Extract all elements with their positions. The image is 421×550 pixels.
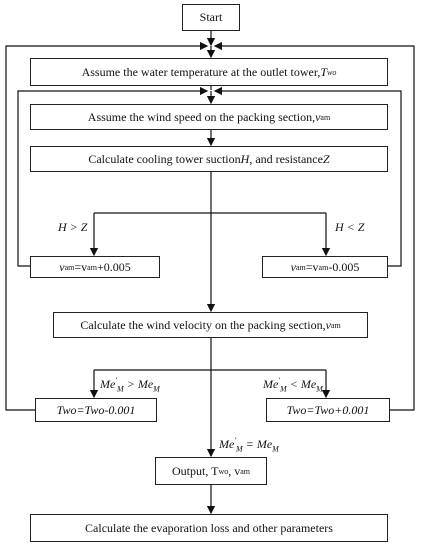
v-plus-tail: +0.005	[96, 259, 131, 274]
label-me-gt: Me'M > MeM	[100, 376, 160, 394]
evaporation-text: Calculate the evaporation loss and other…	[85, 520, 333, 535]
assume-water-temp-sub: wo	[327, 67, 337, 77]
output-sub1: wo	[218, 466, 229, 476]
v-minus-tail: -0.005	[328, 259, 360, 274]
assume-wind-sub: am	[320, 112, 331, 122]
calc-suction-h: H	[240, 151, 250, 166]
calc-suction-text-a: Calculate cooling tower suction	[88, 151, 241, 166]
output-text-a: Output, T	[171, 463, 219, 478]
calc-wind-velocity-sub: am	[330, 320, 341, 330]
label-h-lt-z: H < Z	[335, 220, 365, 234]
assume-water-temp-var: T	[320, 64, 328, 79]
loop-v-plus	[17, 86, 209, 267]
calc-wind-velocity-node: Calculate the wind velocity on the packi…	[53, 312, 368, 338]
label-me-lt: Me'M < MeM	[263, 376, 323, 394]
v-plus-eq: =v	[74, 259, 88, 274]
two-plus-text: Two=Two+0.001	[286, 402, 370, 417]
output-text-b: , v	[228, 463, 241, 478]
calc-suction-z: Z	[322, 151, 330, 166]
loop-two-plus	[213, 41, 415, 411]
assume-wind-var: v	[315, 109, 321, 124]
start-node: Start	[182, 4, 240, 31]
calc-suction-node: Calculate cooling tower suction H, and r…	[30, 146, 388, 172]
calc-wind-velocity-var: v	[325, 317, 331, 332]
output-sub2: am	[240, 466, 250, 476]
assume-wind-text: Assume the wind speed on the packing sec…	[87, 109, 316, 124]
assume-water-temp-text: Assume the water temperature at the outl…	[81, 64, 321, 79]
loop-v-minus	[213, 86, 402, 267]
calc-wind-velocity-text: Calculate the wind velocity on the packi…	[80, 317, 326, 332]
two-plus-node: Two=Two+0.001	[266, 398, 390, 422]
two-minus-text: Two=Two-0.001	[56, 402, 136, 417]
v-minus-eq: =v	[305, 259, 319, 274]
calc-suction-text-b: , and resistance	[249, 151, 323, 166]
start-label: Start	[199, 10, 223, 24]
two-minus-node: Two=Two-0.001	[35, 398, 157, 422]
label-h-gt-z: H > Z	[58, 220, 88, 234]
loop-two-minus	[5, 41, 209, 411]
label-me-eq: Me'M = MeM	[219, 436, 279, 454]
evaporation-node: Calculate the evaporation loss and other…	[30, 514, 388, 542]
assume-wind-node: Assume the wind speed on the packing sec…	[30, 104, 388, 130]
assume-water-temp-node: Assume the water temperature at the outl…	[30, 58, 388, 86]
